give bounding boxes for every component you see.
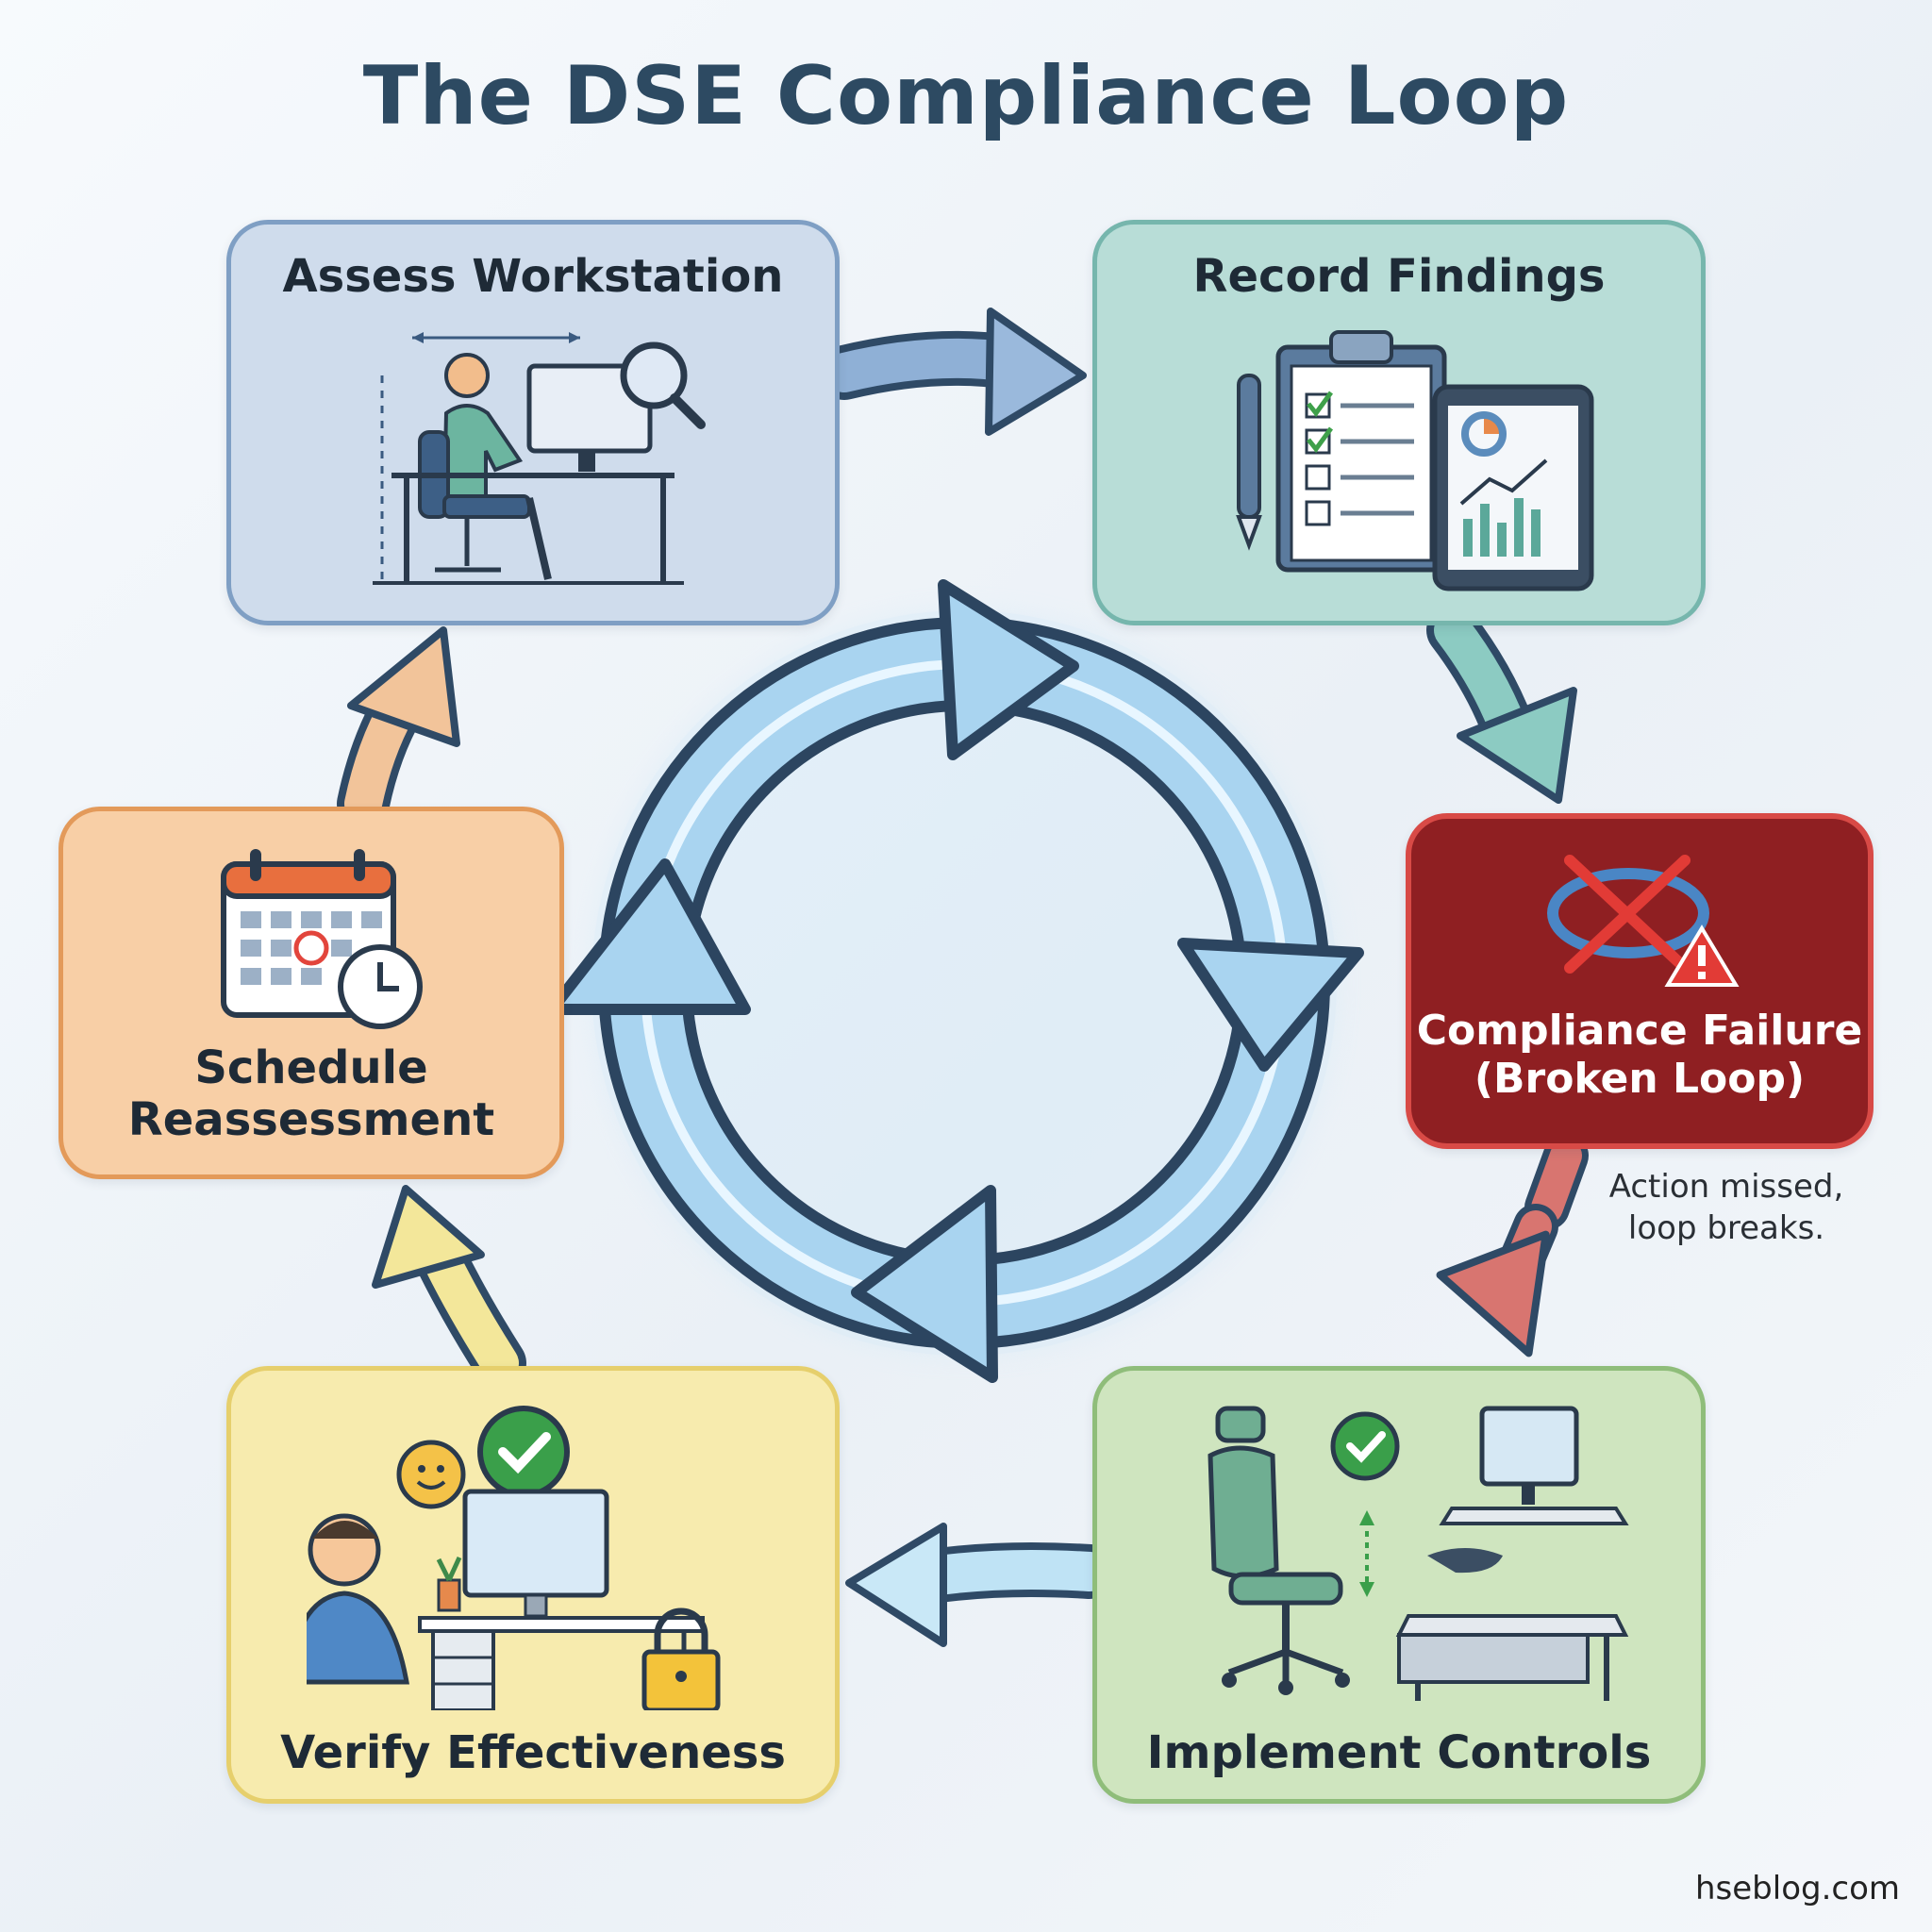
assess-label: Assess Workstation — [282, 250, 784, 303]
schedule-label-line2: Reassessment — [127, 1093, 495, 1147]
schedule-label: Schedule Reassessment — [63, 1041, 559, 1147]
verify-label: Verify Effectiveness — [280, 1726, 786, 1779]
broken-loop-warning-icon — [1547, 855, 1740, 987]
calendar-clock-icon — [221, 849, 423, 1029]
step-schedule-reassessment: Schedule Reassessment — [58, 807, 564, 1179]
step-assess-workstation: Assess Workstation — [226, 220, 840, 625]
failure-label-line1: Compliance Failure — [1416, 1007, 1863, 1055]
ergonomic-equipment-icon — [1208, 1406, 1629, 1701]
arrow-failure-to-implement — [1436, 1133, 1589, 1357]
clipboard-tablet-icon — [1236, 330, 1594, 591]
step-verify-effectiveness: Verify Effectiveness — [226, 1366, 840, 1804]
failure-note: Action missed, loop breaks. — [1566, 1166, 1887, 1249]
arrow-verify-to-schedule — [372, 1185, 526, 1390]
page-title: The DSE Compliance Loop — [362, 49, 1570, 143]
record-label: Record Findings — [1192, 250, 1606, 303]
watermark: hseblog.com — [1694, 1870, 1900, 1907]
arrow-record-to-failure — [1426, 604, 1577, 804]
schedule-label-line1: Schedule — [194, 1041, 428, 1094]
failure-label: Compliance Failure (Broken Loop) — [1411, 1007, 1868, 1103]
workstation-assessment-icon — [373, 332, 706, 585]
arrow-assess-to-record — [817, 308, 1087, 436]
step-implement-controls: Implement Controls — [1092, 1366, 1706, 1804]
central-cycle-icon — [546, 579, 1364, 1383]
arrow-implement-to-verify — [845, 1523, 1117, 1647]
verified-user-icon — [307, 1406, 721, 1710]
failure-note-line1: Action missed, — [1608, 1168, 1844, 1206]
step-record-findings: Record Findings — [1092, 220, 1706, 625]
implement-label: Implement Controls — [1146, 1726, 1652, 1779]
failure-note-line2: loop breaks. — [1627, 1209, 1825, 1248]
step-compliance-failure: Compliance Failure (Broken Loop) — [1406, 813, 1874, 1149]
failure-label-line2: (Broken Loop) — [1474, 1054, 1806, 1103]
arrow-schedule-to-assess — [337, 626, 460, 830]
